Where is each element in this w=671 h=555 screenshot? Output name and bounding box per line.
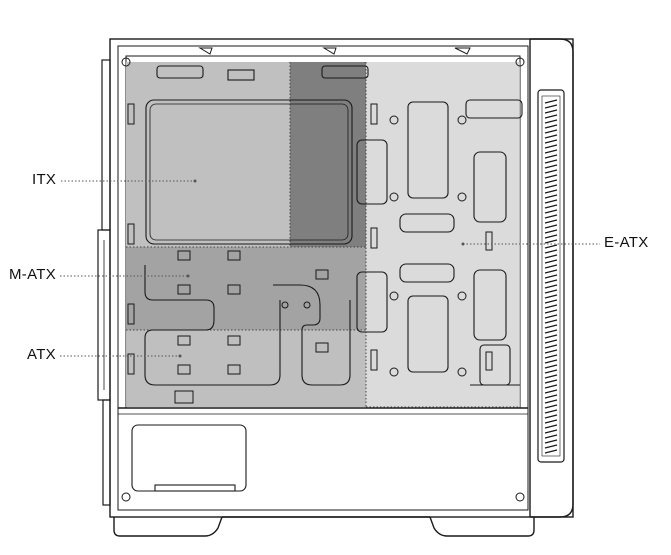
tray-clips [127,103,493,404]
vent-slat [544,354,558,359]
vent-slat [544,199,558,204]
matx-label: M-ATX [9,266,57,283]
vent-slat [544,344,558,349]
corner-screws [121,47,525,502]
vent-slat [544,424,558,429]
leader-end-dots [178,179,465,358]
vent-slat [544,349,558,354]
itx-zone [290,62,366,247]
rear-io-rail [97,59,111,506]
vent-slat [544,359,558,364]
vent-slat [544,154,558,159]
leader-lines [60,180,600,357]
vent-slat [544,114,558,119]
vent-slat [544,369,558,374]
vent-slat [544,339,558,344]
vent-slat [544,334,558,339]
vent-slat [544,134,558,139]
vent-slat [544,419,558,424]
vent-slat [544,444,558,449]
vent-slat [544,279,558,284]
vent-slat [544,104,558,109]
vent-slat [544,129,558,134]
vent-slat [544,389,558,394]
vent-slat [544,274,558,279]
vent-slat [544,394,558,399]
vent-slat [544,439,558,444]
vent-slat [544,314,558,319]
vent-slat [544,184,558,189]
vent-slat [544,174,558,179]
vent-slat [544,404,558,409]
vent-slat [544,194,558,199]
vent-lines [544,99,558,454]
vent-slat [544,159,558,164]
eatx-label: E-ATX [604,234,649,251]
vent-slat [544,364,558,369]
vent-slat [544,224,558,229]
vent-slat [544,299,558,304]
vent-slat [544,264,558,269]
vent-slat [544,219,558,224]
vent-slat [544,399,558,404]
vent-slat [544,434,558,439]
vent-slat [544,124,558,129]
vent-slat [544,139,558,144]
vent-slat [544,244,558,249]
vent-slat [544,144,558,149]
vent-slat [544,254,558,259]
atx-label: ATX [27,346,56,363]
vent-slat [544,294,558,299]
vent-slat [544,179,558,184]
vent-slat [544,379,558,384]
vent-slat [544,239,558,244]
vent-slat [544,209,558,214]
vent-slat [544,149,558,154]
vent-slat [544,189,558,194]
vent-slat [544,119,558,124]
vent-slat [544,409,558,414]
vent-slat [544,329,558,334]
vent-slat [544,164,558,169]
vent-slat [544,234,558,239]
vent-slat [544,259,558,264]
vent-slat [544,429,558,434]
vent-slat [544,319,558,324]
vent-slat [544,109,558,114]
vent-slat [544,284,558,289]
vent-slat [544,324,558,329]
itx-label: ITX [32,171,57,188]
standoffs [281,115,467,377]
vent-slat [544,214,558,219]
vent-slat [544,169,558,174]
vent-slat [544,289,558,294]
vent-slat [544,309,558,314]
vent-slat [544,229,558,234]
vent-slat [544,204,558,209]
vent-slat [544,414,558,419]
vent-slat [544,99,558,104]
vent-slat [544,384,558,389]
vent-slat [544,374,558,379]
vent-slat [544,269,558,274]
psu-bay [131,424,247,492]
vent-slat [544,449,558,454]
vent-slat [544,249,558,254]
front-mesh-vent [537,89,565,463]
compatibility-zones [126,62,520,407]
vent-slat [544,304,558,309]
case-feet [113,516,535,537]
tray-details [144,65,523,386]
